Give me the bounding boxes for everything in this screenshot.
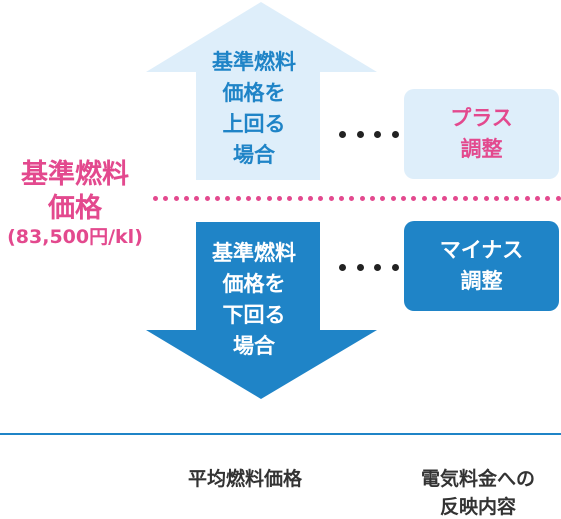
reference-dotted-line [153,196,561,204]
reference-title-line2: 価格 [48,192,102,224]
downward-arrow [146,222,377,399]
reference-dot [514,196,520,201]
plus-line1: プラス [450,106,513,130]
reference-dot [318,196,324,201]
reference-dot [400,196,406,201]
reference-dot [421,196,427,201]
reference-dot [266,196,272,201]
reference-dot [369,196,375,201]
reference-dot [245,196,251,201]
reference-dot [411,196,417,201]
reference-dot [483,196,489,201]
reference-dot [524,196,530,201]
reference-dot [452,196,458,201]
plus-line2: 調整 [460,137,503,161]
minus-line2: 調整 [460,269,503,293]
reference-dot [256,196,262,201]
reference-price-title: 基準燃料 価格 [0,158,150,226]
reference-dot [183,196,189,201]
reference-price-value: (83,500円/kl) [7,226,143,248]
minus-line1: マイナス [439,238,524,262]
reference-dot [204,196,210,201]
reference-dot [462,196,468,201]
reference-dot [214,196,220,201]
reference-dot [493,196,499,201]
reference-dot [297,196,303,201]
reference-dot [225,196,231,201]
upper-line3: 上回る [222,112,286,136]
upper-line1: 基準燃料 [212,50,296,74]
reference-dot [555,196,561,201]
reference-dot [287,196,293,201]
reference-dot [235,196,241,201]
reference-dot [153,196,158,201]
lower-line2: 価格を [222,272,286,296]
reference-dot [390,196,396,201]
upper-connector-dots [339,131,399,139]
upper-line4: 場合 [233,143,275,167]
upper-arrow-text: 基準燃料 価格を 上回る 場合 [190,47,318,171]
reference-title-line1: 基準燃料 [21,159,129,190]
plus-adjustment-box: プラス 調整 [404,89,559,179]
reference-dot [194,196,200,201]
upward-arrow [146,2,377,180]
lower-arrow-text: 基準燃料 価格を 下回る 場合 [190,238,318,362]
reference-dot [431,196,437,201]
axis-right-line1: 電気料金への [420,468,535,490]
reference-dot [338,196,344,201]
axis-label-average-fuel-price: 平均燃料価格 [187,468,302,490]
minus-adjustment-box: マイナス 調整 [404,221,559,311]
reference-dot [349,196,355,201]
reference-dot [173,196,179,201]
reference-dot [535,196,541,201]
axis-baseline [0,433,561,435]
lower-line3: 下回る [222,303,286,327]
reference-dot [473,196,479,201]
reference-dot [328,196,334,201]
axis-right-line2: 反映内容 [439,496,516,518]
reference-dot [359,196,365,201]
reference-dot [163,196,169,201]
reference-dot [504,196,510,201]
reference-dot [380,196,386,201]
upper-line2: 価格を [222,81,286,105]
lower-connector-dots [339,264,399,272]
reference-dot [276,196,282,201]
lower-line1: 基準燃料 [212,241,296,265]
axis-label-rate-reflection: 電気料金への 反映内容 [395,465,561,519]
reference-dot [307,196,313,201]
lower-line4: 場合 [233,334,275,358]
reference-dot [545,196,551,201]
reference-dot [442,196,448,201]
